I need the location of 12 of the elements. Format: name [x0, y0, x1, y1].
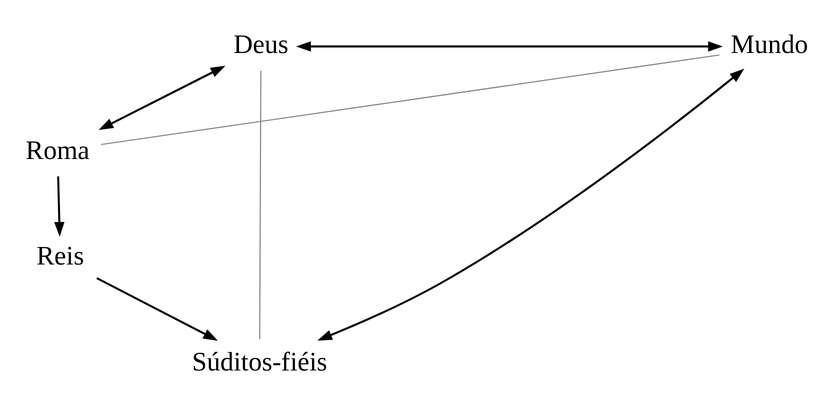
arrow — [96, 276, 218, 340]
node-text: Reis — [36, 240, 84, 270]
connector — [101, 54, 720, 145]
arrow — [317, 68, 744, 340]
node-text: Súditos-fiéis — [192, 346, 328, 376]
node-text: Roma — [26, 134, 90, 164]
arrow — [54, 176, 64, 236]
connector — [259, 70, 262, 339]
arrow — [296, 40, 723, 52]
arrow — [98, 65, 226, 130]
node-text: Deus — [233, 28, 288, 59]
node-text: Mundo — [730, 28, 808, 59]
